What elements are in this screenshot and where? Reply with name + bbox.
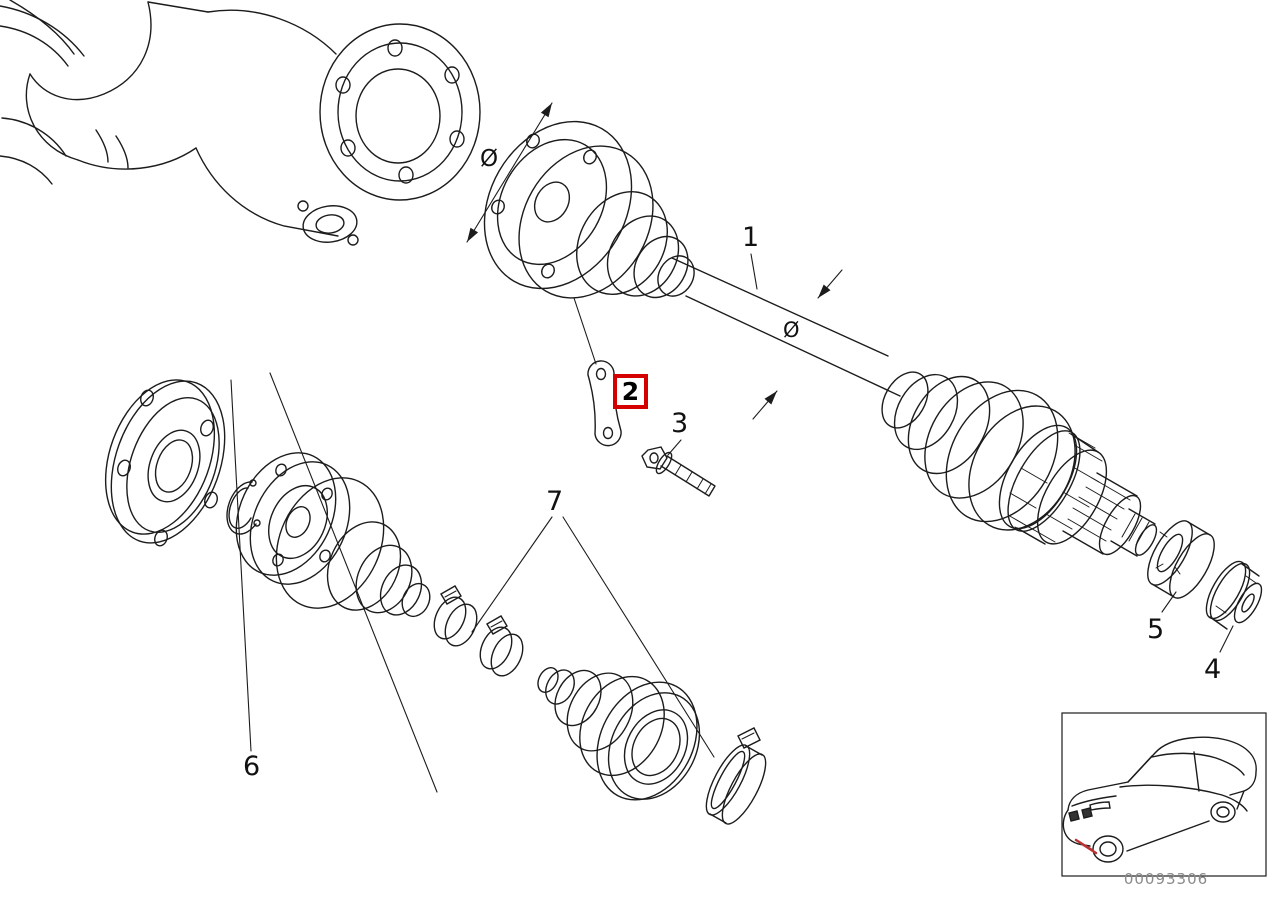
part-label-4[interactable]: 4 [1204, 654, 1222, 685]
boot-clamp-small-drawing [433, 585, 524, 677]
part-label-3[interactable]: 3 [671, 408, 689, 439]
cv-joint-boot-assembly-drawing [235, 452, 431, 618]
hub-flange-drawing [104, 379, 226, 547]
flange-nut-drawing [1205, 560, 1263, 630]
part-label-2-highlighted[interactable]: 2 [613, 374, 648, 409]
drive-shaft-drawing [483, 120, 901, 397]
measure-arrowheads [467, 103, 831, 405]
part-label-6[interactable]: 6 [243, 751, 261, 782]
leader-lines [230, 102, 1234, 793]
securing-plate-drawing [587, 360, 622, 447]
boot-clamp-large-drawing [705, 727, 767, 825]
part-label-5[interactable]: 5 [1147, 614, 1165, 645]
lock-collar-drawing [1147, 520, 1215, 599]
cv-boot-drawing [537, 667, 701, 801]
part-label-7[interactable]: 7 [546, 486, 564, 517]
differential-housing-drawing [0, 0, 481, 246]
image-code-text: 00093306 [1123, 870, 1209, 888]
bolt-drawing [641, 446, 716, 497]
vehicle-inset-drawing [1061, 712, 1267, 877]
diameter-symbol-joint: Ø [480, 146, 499, 172]
circlip-drawing [226, 479, 261, 535]
outer-cv-joint-drawing [881, 371, 1158, 557]
part-label-1[interactable]: 1 [742, 222, 760, 253]
diameter-symbol-shaft: Ø [783, 318, 800, 342]
